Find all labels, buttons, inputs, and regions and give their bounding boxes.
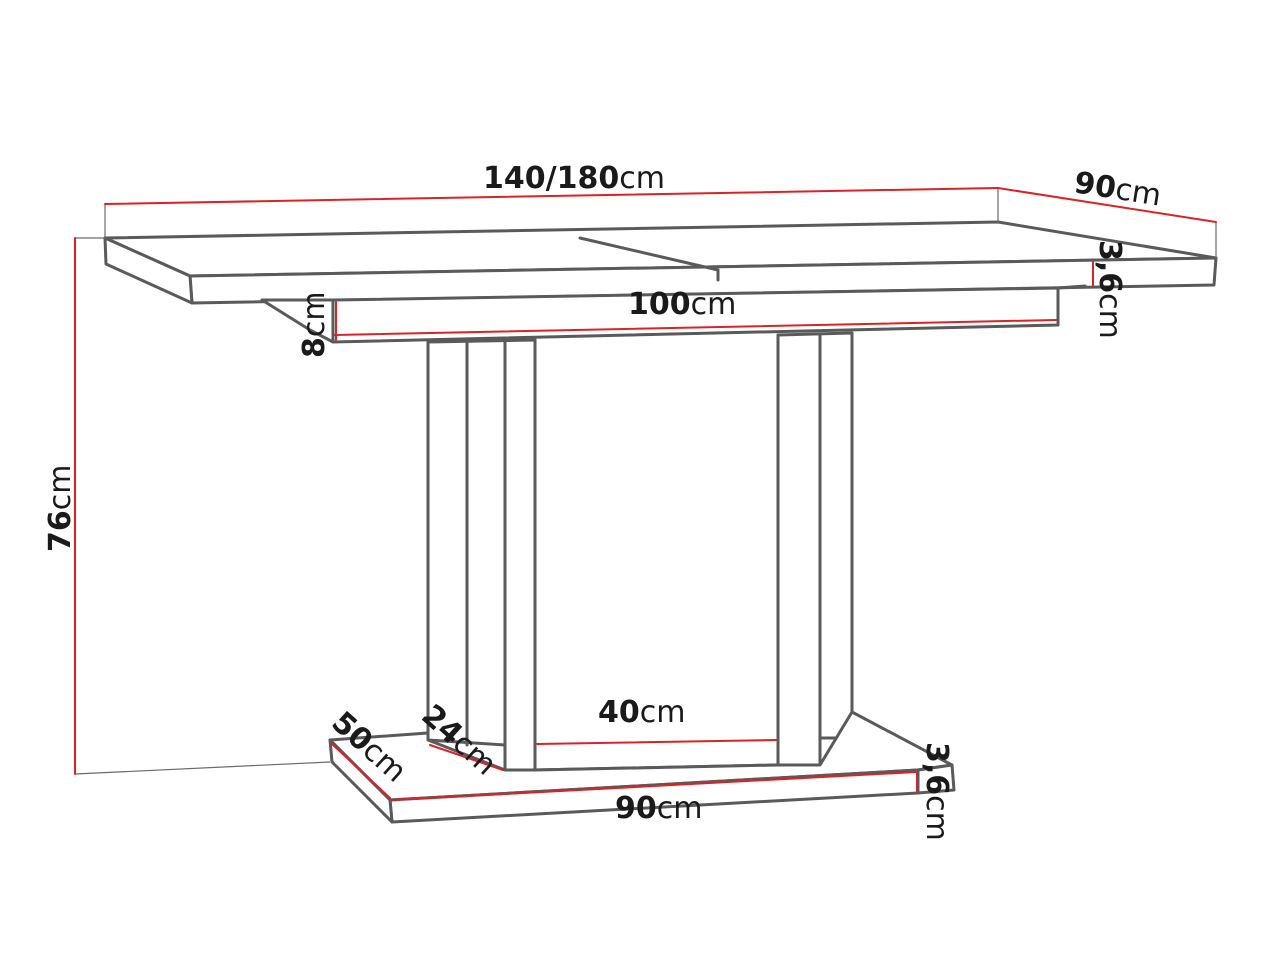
height-label: 76cm (43, 465, 78, 552)
depth-dimension-line (997, 187, 1217, 223)
depth-label: 90cm (1072, 165, 1164, 213)
pedestal-right-leg (776, 331, 854, 767)
length-label: 140/180cm (483, 161, 665, 196)
frame-length-dimension-line (334, 319, 1057, 336)
leg-depth-dimension-line (429, 744, 504, 771)
leg-width-dimension-line (536, 739, 777, 745)
apron-left-face (260, 298, 335, 344)
frame-height-label: 8cm (297, 291, 332, 358)
tabletop-extension-seam (578, 236, 720, 272)
apron-right-cap (1056, 284, 1087, 290)
base-depth-dimension-line (331, 743, 391, 799)
base-length-label: 90cm (615, 791, 702, 826)
base-thickness-label: 3,6cm (919, 742, 954, 841)
leg-width-label: 40cm (598, 695, 685, 730)
frame-length-label: 100cm (628, 287, 736, 322)
length-dimension-line (104, 187, 999, 205)
height-leader-bottom (74, 761, 331, 775)
tabletop-left-edge (103, 236, 194, 305)
top-thickness-label: 3,6cm (1092, 240, 1127, 339)
base-length-dimension-line (391, 771, 917, 801)
